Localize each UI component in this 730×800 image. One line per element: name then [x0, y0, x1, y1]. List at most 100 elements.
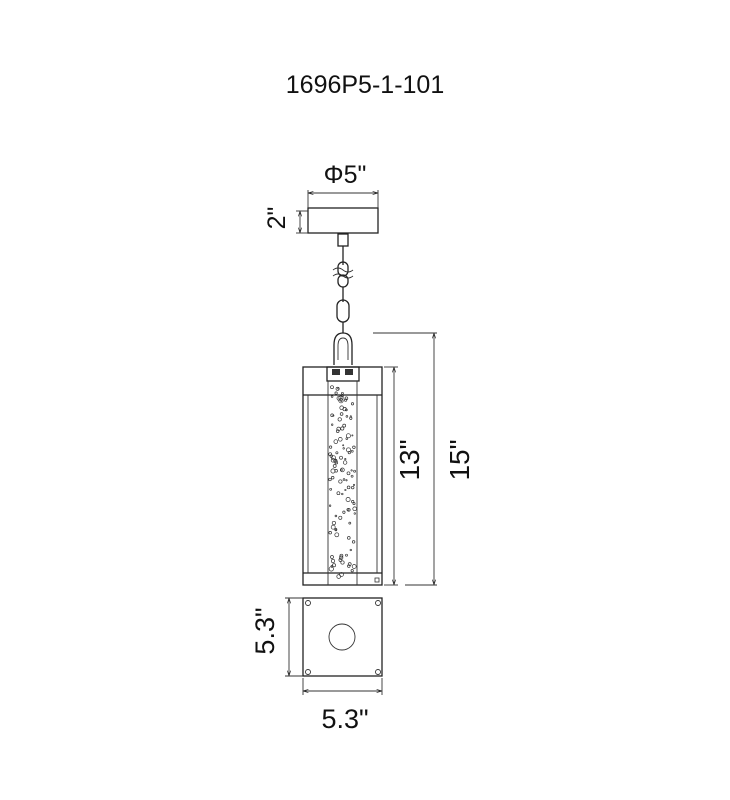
base-depth-label: 5.3": [250, 607, 280, 654]
bubble: [332, 563, 336, 568]
bubble: [330, 395, 334, 398]
bubble: [340, 426, 345, 431]
bubble: [342, 423, 347, 428]
bubble: [350, 449, 354, 453]
canopy-diameter-label: Φ5": [324, 161, 367, 189]
lantern-body: [302, 366, 383, 586]
bubble: [334, 514, 338, 518]
bubble: [346, 471, 351, 476]
bubble: [352, 483, 356, 486]
bubble: [342, 460, 348, 465]
bubble: [345, 497, 351, 502]
bubble: [346, 447, 351, 453]
bubble: [334, 532, 340, 538]
chain: [332, 233, 354, 365]
base-top-view: [285, 597, 383, 695]
bubble: [342, 407, 347, 412]
body-height-label: 13": [394, 439, 425, 480]
bubble: [339, 412, 344, 416]
bubble: [345, 415, 349, 418]
bubble: [334, 391, 338, 395]
bubble: [330, 385, 334, 390]
bubble: [338, 395, 344, 401]
bubble: [353, 469, 356, 473]
bubble: [334, 460, 339, 465]
bubble: [338, 558, 343, 562]
bubble: [336, 574, 341, 579]
bubble: [331, 476, 335, 480]
glass-bubbles: [328, 385, 357, 579]
bubble: [339, 553, 344, 558]
bubble: [337, 387, 340, 390]
bubble: [351, 564, 357, 569]
bubble: [329, 445, 333, 449]
bubble: [350, 402, 355, 406]
bubble: [349, 416, 353, 420]
overall-height-label: 15": [444, 439, 475, 480]
bubble: [331, 455, 336, 461]
bubble: [336, 395, 342, 401]
bubble: [341, 391, 344, 395]
bubble: [334, 469, 338, 473]
bubble: [348, 521, 352, 525]
bubble: [345, 479, 348, 482]
bubble: [350, 474, 354, 478]
bubble: [332, 464, 337, 468]
bubble: [342, 444, 345, 447]
bubble: [352, 502, 356, 506]
bubble: [338, 437, 343, 442]
model-number-title: 1696P5-1-101: [286, 71, 444, 99]
bubble: [352, 506, 357, 512]
bubble: [353, 512, 356, 515]
bubble: [344, 458, 347, 461]
bubble: [345, 553, 348, 557]
bubble: [342, 478, 346, 481]
base-width-label: 5.3": [321, 704, 368, 734]
bubble: [351, 485, 355, 490]
bubble: [346, 485, 351, 490]
bubble: [344, 488, 347, 492]
canopy-height-label: 2": [263, 207, 291, 230]
bubble: [340, 560, 345, 565]
canopy: [296, 190, 379, 234]
bubble: [334, 528, 338, 531]
bubble: [330, 524, 336, 530]
bubble: [339, 455, 343, 460]
bubble: [347, 451, 351, 455]
bubble: [351, 434, 354, 437]
bubble: [351, 500, 355, 504]
bubble: [328, 477, 332, 482]
bubble: [347, 564, 351, 568]
bubble: [330, 555, 334, 559]
bubble: [338, 479, 343, 484]
bubble: [338, 555, 344, 560]
bubble: [330, 558, 336, 564]
bubble: [337, 417, 342, 422]
bubble: [335, 451, 339, 455]
bubble: [339, 468, 343, 472]
bubble: [328, 504, 332, 507]
bubble: [330, 458, 336, 463]
bubble: [342, 510, 346, 514]
bubble: [335, 429, 340, 433]
bubble: [336, 491, 341, 496]
bubble: [329, 487, 333, 491]
bubble: [350, 569, 354, 573]
bubble: [338, 515, 343, 520]
bubble: [346, 508, 350, 511]
hanging-loop: [333, 332, 353, 365]
bubble: [349, 548, 352, 552]
bubble: [352, 445, 356, 449]
bubble: [342, 447, 345, 450]
chain-break-symbol: [332, 267, 354, 279]
bubble: [328, 531, 332, 535]
bubble: [350, 469, 353, 472]
bubble: [345, 437, 349, 440]
bubble: [351, 540, 356, 544]
bubble: [345, 433, 351, 439]
bubble: [330, 468, 336, 474]
bubble: [341, 492, 344, 496]
bubble: [347, 536, 351, 540]
bubble: [330, 413, 334, 418]
